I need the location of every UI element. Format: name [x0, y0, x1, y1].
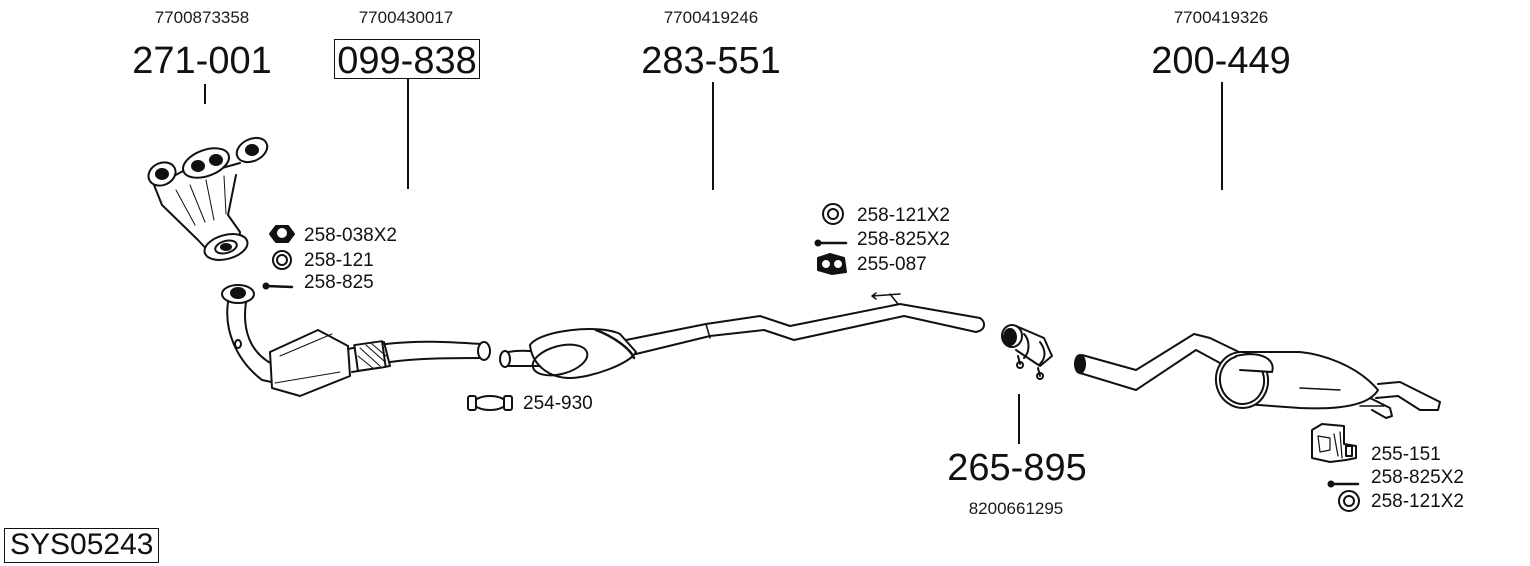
part-number-connector[interactable]: 265-895 [947, 447, 1087, 489]
pipe-connector-drawing[interactable] [1001, 324, 1053, 380]
oem-number-manifold: 7700873358 [154, 8, 250, 27]
leader-line-manifold [204, 84, 206, 104]
accessory-label-washer-mid[interactable]: 258-121X2 [857, 205, 950, 226]
leader-line-middle-silencer [712, 82, 714, 190]
bolt-icon [1327, 480, 1360, 488]
bolt-icon [814, 239, 848, 247]
system-code-label: SYS05243 [4, 528, 160, 563]
washer-ring-icon [822, 203, 844, 225]
middle-silencer-drawing[interactable] [499, 292, 986, 381]
catalytic-converter-drawing[interactable] [221, 284, 491, 397]
oem-number-connector: 8200661295 [968, 499, 1064, 518]
oem-number-middle-silencer: 7700419246 [663, 8, 759, 27]
part-number-manifold[interactable]: 271-001 [132, 40, 272, 82]
nut-icon [269, 225, 295, 243]
exhaust-manifold-drawing[interactable] [145, 133, 271, 264]
bolt-icon [262, 282, 294, 290]
accessory-label-bolt-rear[interactable]: 258-825X2 [1371, 467, 1464, 488]
leader-line-rear-silencer [1221, 82, 1223, 190]
leader-line-connector [1018, 394, 1020, 444]
accessory-label-bolt[interactable]: 258-825 [304, 272, 374, 293]
rubber-mount-icon [817, 253, 847, 275]
leader-line-catalytic [407, 79, 409, 189]
highlight-box-catalytic [334, 39, 480, 79]
part-number-catalytic[interactable]: 099-838 [337, 40, 477, 82]
part-number-rear-silencer[interactable]: 200-449 [1151, 40, 1291, 82]
washer-ring-icon [1338, 490, 1360, 512]
accessory-label-bolt-mid[interactable]: 258-825X2 [857, 229, 950, 250]
clamp-icon [467, 395, 513, 411]
accessory-label-clamp[interactable]: 254-930 [523, 393, 593, 414]
accessory-label-bracket-rear[interactable]: 255-151 [1371, 444, 1441, 465]
accessory-label-mount-mid[interactable]: 255-087 [857, 254, 927, 275]
oem-number-catalytic: 7700430017 [358, 8, 454, 27]
washer-ring-icon [272, 250, 292, 270]
rear-silencer-drawing[interactable] [1074, 333, 1441, 419]
accessory-label-washer-rear[interactable]: 258-121X2 [1371, 491, 1464, 512]
part-number-middle-silencer[interactable]: 283-551 [641, 40, 781, 82]
accessory-label-nut[interactable]: 258-038X2 [304, 225, 397, 246]
accessory-label-washer[interactable]: 258-121 [304, 250, 374, 271]
mounting-bracket-icon [1311, 423, 1357, 463]
oem-number-rear-silencer: 7700419326 [1173, 8, 1269, 27]
